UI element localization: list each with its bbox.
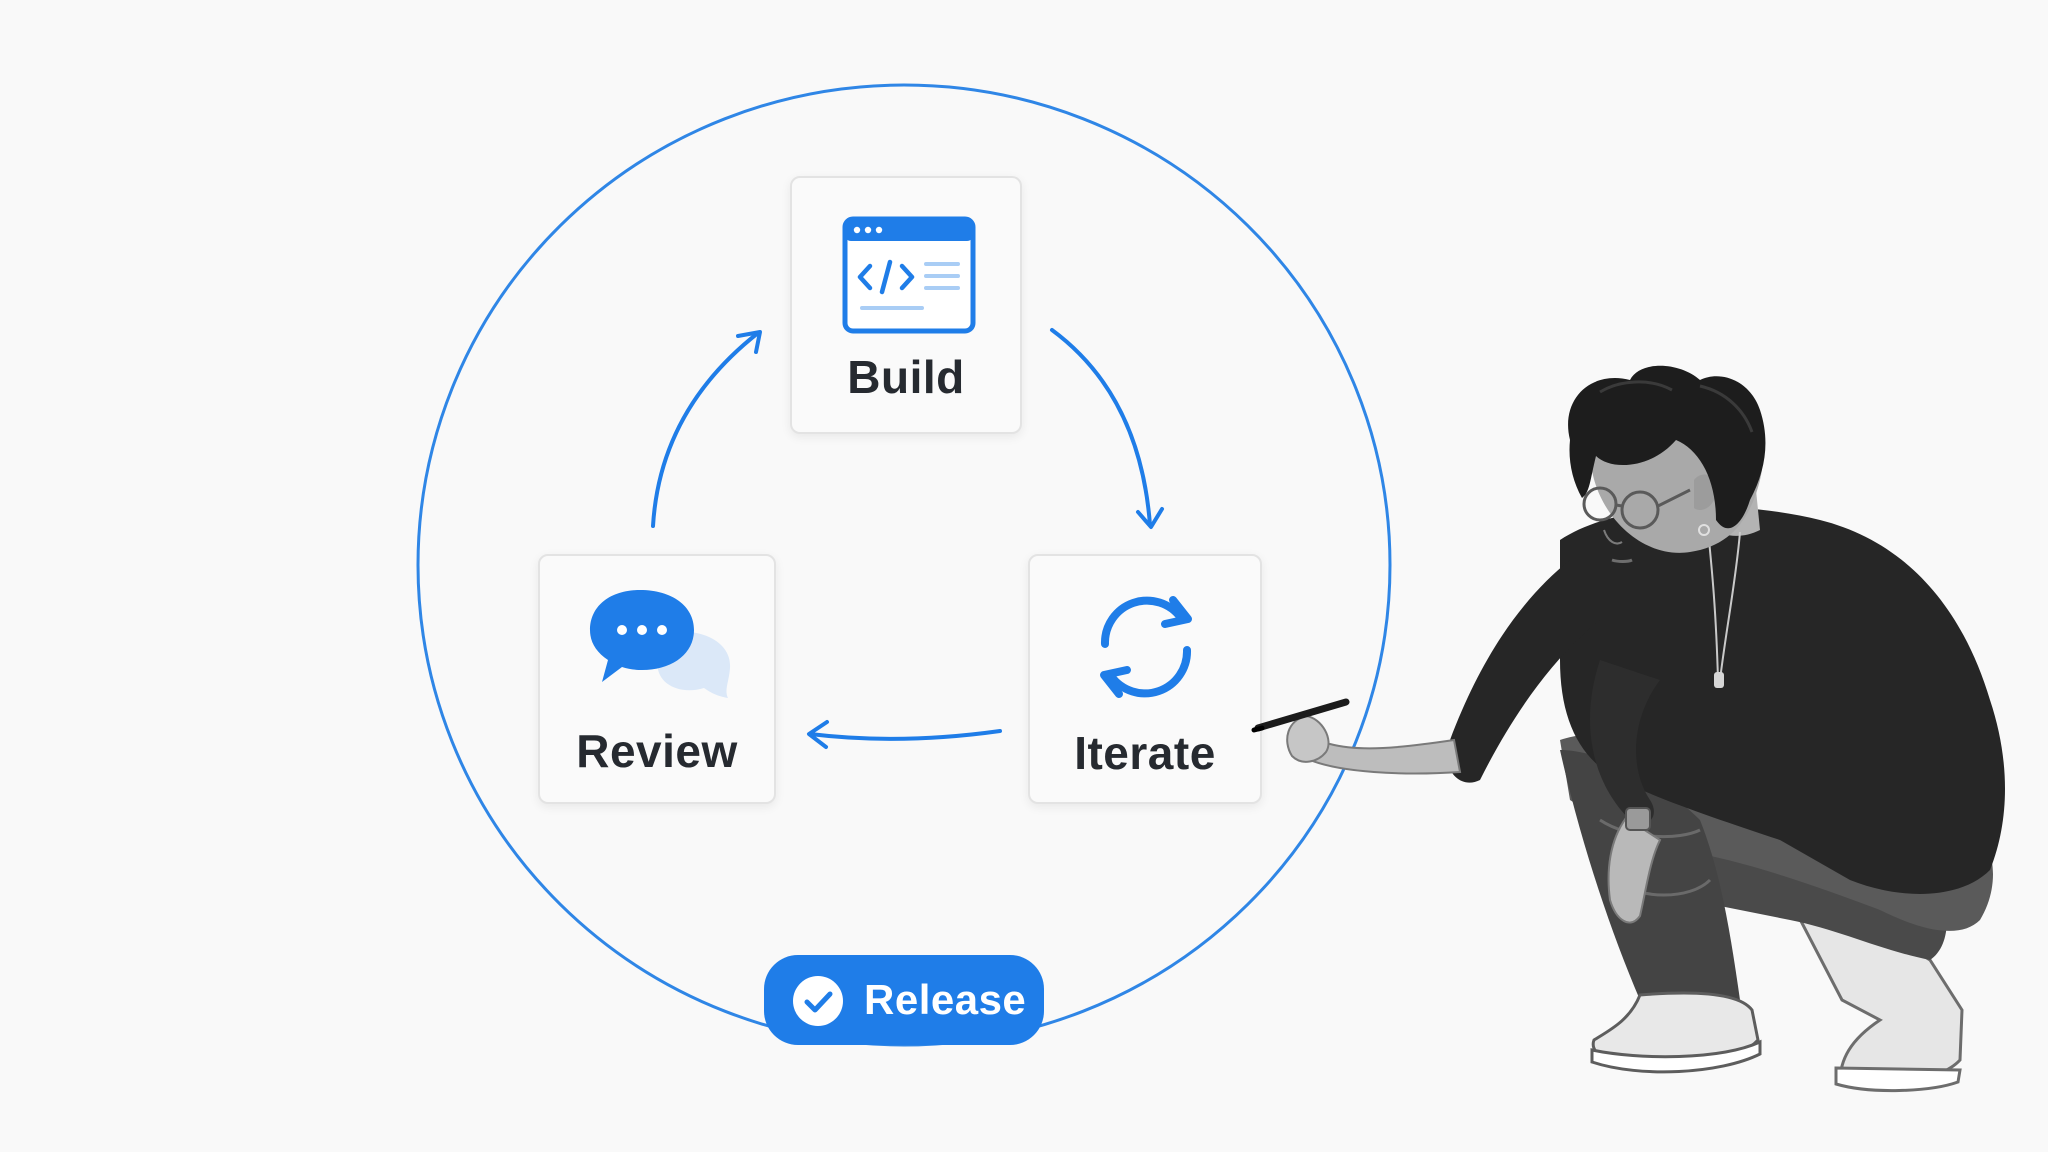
code-window-icon [842,216,976,334]
step-card-build[interactable]: Build [790,176,1022,434]
arrowhead-review-to-build [736,330,762,354]
release-loop-circle [416,83,1392,1047]
chat-bubbles-icon [590,590,731,698]
step-card-iterate[interactable]: Iterate [1028,554,1262,804]
arrow-build-to-iterate [1050,328,1152,527]
arrow-iterate-to-review [808,729,1002,741]
step-label-iterate: Iterate [1074,727,1216,779]
arrowhead-build-to-iterate [1136,507,1164,529]
arrow-review-to-build [651,331,760,528]
step-label-review: Review [576,725,738,777]
check-circle-icon [793,976,843,1026]
step-label-build: Build [847,351,965,403]
release-label: Release [864,976,1027,1023]
refresh-cycle-icon [1100,596,1192,698]
arrowhead-iterate-to-review [807,720,829,749]
step-card-review[interactable]: Review [538,554,776,804]
release-button[interactable]: Release [764,955,1044,1045]
